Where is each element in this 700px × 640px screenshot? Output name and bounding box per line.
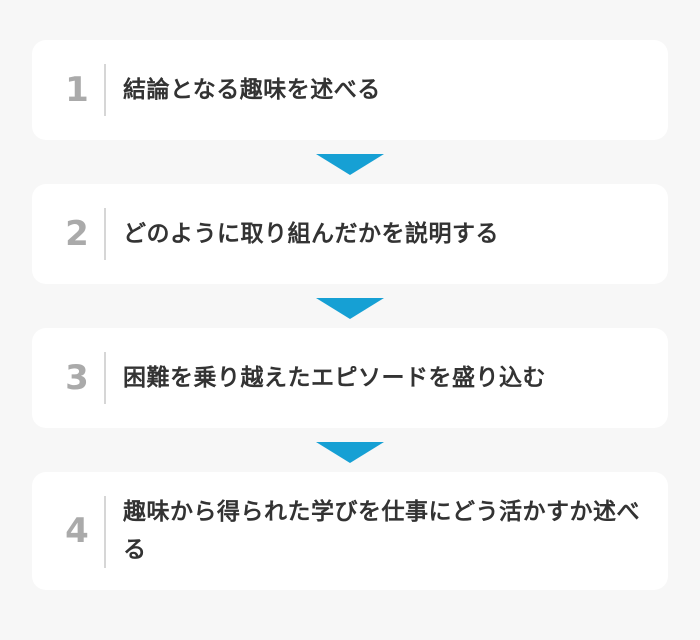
down-arrow-icon [316,442,384,463]
step-number: 4 [65,511,89,551]
step-card-4: 4 趣味から得られた学びを仕事にどう活かすか述べる [32,472,668,590]
step-text: 結論となる趣味を述べる [123,77,381,103]
connector [32,140,668,184]
step-divider [104,208,106,260]
step-divider [104,352,106,404]
step-flow: 1 結論となる趣味を述べる 2 どのように取り組んだかを説明する 3 困難を乗り… [32,40,668,590]
step-text: どのように取り組んだかを説明する [123,221,499,247]
down-arrow-icon [316,298,384,319]
connector [32,428,668,472]
down-arrow-icon [316,154,384,175]
step-number: 1 [65,70,89,110]
step-card-1: 1 結論となる趣味を述べる [32,40,668,140]
step-card-3: 3 困難を乗り越えたエピソードを盛り込む [32,328,668,428]
step-text: 趣味から得られた学びを仕事にどう活かすか述べる [123,499,640,563]
step-text: 困難を乗り越えたエピソードを盛り込む [123,365,546,391]
step-divider [104,496,106,568]
step-card-2: 2 どのように取り組んだかを説明する [32,184,668,284]
step-number: 3 [65,358,89,398]
step-number: 2 [65,214,89,254]
step-divider [104,64,106,116]
connector [32,284,668,328]
